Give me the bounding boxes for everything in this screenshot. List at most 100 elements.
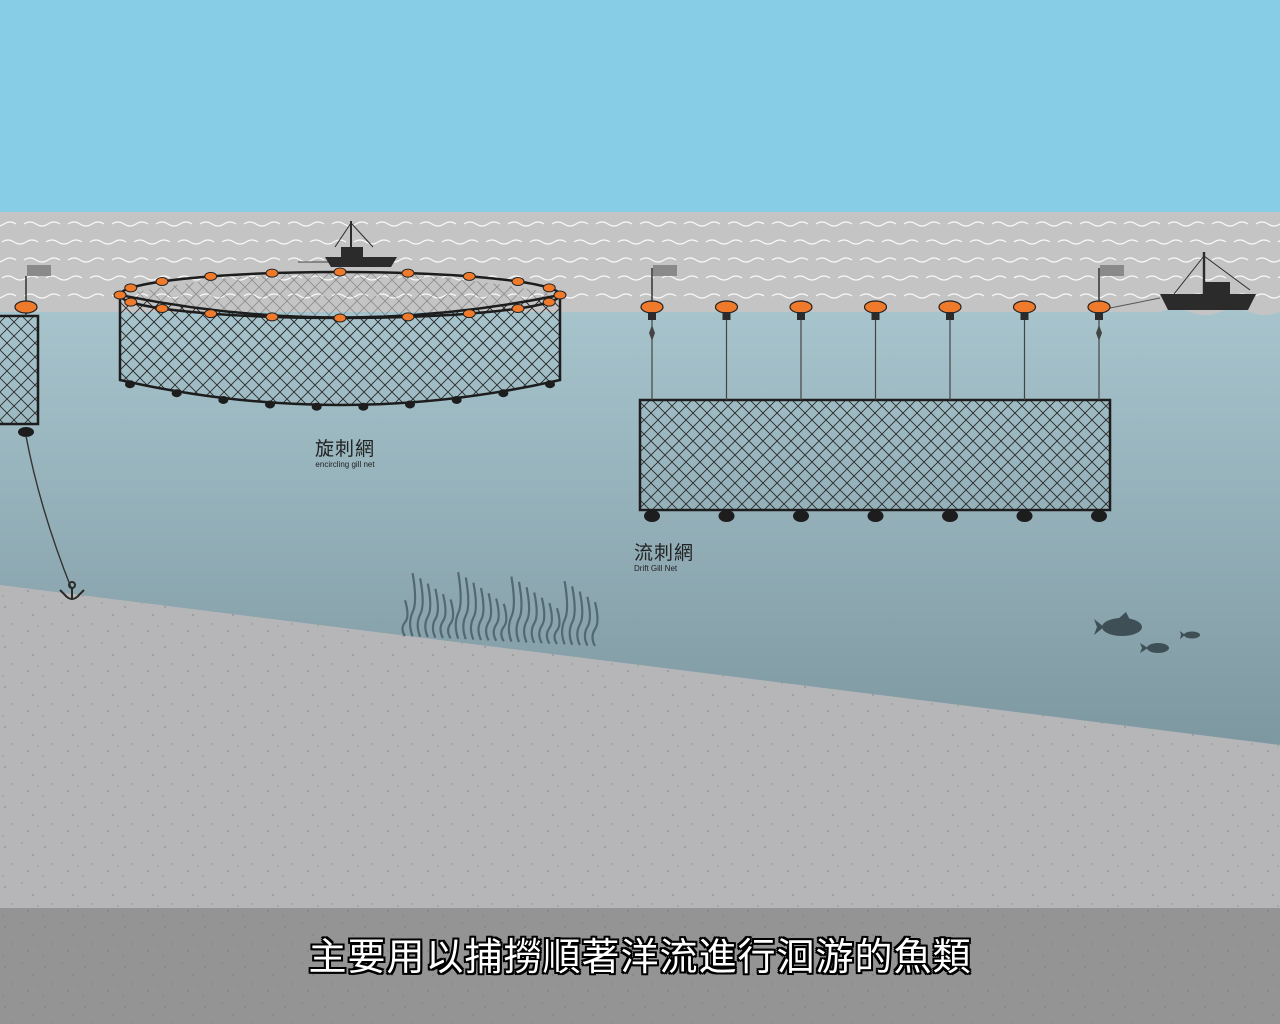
seaweed-strand bbox=[538, 597, 546, 644]
sinker-icon bbox=[942, 510, 958, 522]
float-icon bbox=[542, 297, 556, 307]
wave bbox=[815, 257, 853, 263]
seaweed-strand bbox=[515, 581, 523, 643]
wave bbox=[749, 275, 787, 281]
sinker-icon bbox=[545, 380, 555, 389]
sinker-icon bbox=[1016, 510, 1033, 522]
float-icon bbox=[14, 300, 38, 314]
drift-net-label: 流刺網 Drift Gill Net bbox=[634, 542, 724, 574]
flag-icon bbox=[27, 265, 51, 276]
wave bbox=[903, 293, 941, 299]
wave bbox=[111, 221, 149, 227]
wave bbox=[1123, 293, 1161, 299]
wave bbox=[991, 257, 1029, 263]
wave bbox=[551, 257, 589, 263]
encircling-net-label: 旋刺網 encircling gill net bbox=[300, 438, 390, 470]
wave bbox=[1057, 275, 1095, 281]
wave bbox=[0, 257, 17, 263]
subtitle: 主要用以捕撈順著洋流進行洄游的魚類 bbox=[308, 935, 972, 979]
float-icon bbox=[113, 290, 127, 300]
wave bbox=[815, 221, 853, 227]
drift-net-mesh bbox=[638, 398, 1112, 512]
sinker-icon bbox=[498, 389, 509, 398]
wave bbox=[1079, 257, 1117, 263]
wave bbox=[859, 257, 897, 263]
wave bbox=[551, 221, 589, 227]
wave bbox=[1167, 257, 1205, 263]
float-icon bbox=[462, 271, 476, 281]
float-icon bbox=[938, 300, 962, 314]
seaweed-strand bbox=[530, 592, 538, 644]
float-icon bbox=[155, 276, 169, 286]
wave bbox=[969, 239, 1007, 245]
wave bbox=[837, 239, 875, 245]
wave bbox=[771, 257, 809, 263]
wave bbox=[1255, 257, 1280, 263]
wave bbox=[683, 257, 721, 263]
left-net bbox=[0, 265, 85, 600]
seaweed-strand bbox=[447, 599, 455, 639]
wave bbox=[859, 293, 897, 299]
seaweed-strand bbox=[431, 588, 439, 639]
seaweed-strand bbox=[561, 580, 569, 645]
wave bbox=[45, 275, 83, 281]
float-icon bbox=[124, 297, 138, 307]
wave bbox=[507, 221, 545, 227]
wave bbox=[1101, 239, 1139, 245]
wave bbox=[727, 257, 765, 263]
encircling-gill-net bbox=[113, 261, 567, 411]
anchor-icon bbox=[59, 581, 85, 600]
wave bbox=[837, 275, 875, 281]
wave bbox=[947, 293, 985, 299]
wave bbox=[1211, 221, 1249, 227]
float-cap bbox=[797, 312, 805, 320]
seaweed-strand bbox=[583, 596, 591, 647]
wave bbox=[529, 239, 567, 245]
wave bbox=[177, 239, 215, 245]
wave bbox=[529, 275, 567, 281]
wave bbox=[683, 293, 721, 299]
wave bbox=[1079, 293, 1117, 299]
float-cap bbox=[871, 312, 880, 320]
seaweed-strand bbox=[439, 593, 447, 639]
wave bbox=[89, 275, 127, 281]
wave bbox=[639, 221, 677, 227]
seaweed-strand bbox=[576, 591, 584, 646]
float-icon bbox=[265, 268, 279, 278]
wave bbox=[903, 221, 941, 227]
wave bbox=[419, 257, 457, 263]
wave bbox=[45, 239, 83, 245]
wave bbox=[23, 221, 61, 227]
sinker-icon bbox=[793, 510, 809, 522]
wave bbox=[221, 239, 259, 245]
wave bbox=[419, 221, 457, 227]
sinker-icon bbox=[867, 510, 884, 522]
wave bbox=[1255, 293, 1280, 299]
wave bbox=[793, 275, 831, 281]
seaweed-strand bbox=[507, 576, 515, 642]
wave bbox=[155, 257, 193, 263]
float-icon bbox=[863, 300, 888, 314]
wave bbox=[265, 239, 303, 245]
float-icon bbox=[640, 300, 664, 314]
wave bbox=[705, 275, 743, 281]
wave bbox=[793, 239, 831, 245]
wave bbox=[1145, 275, 1183, 281]
wave bbox=[353, 239, 391, 245]
encircling-net-label-en: encircling gill net bbox=[315, 460, 375, 469]
wave bbox=[375, 221, 413, 227]
float-icon bbox=[401, 268, 415, 278]
seaweed-strand bbox=[591, 601, 599, 647]
wave bbox=[1123, 221, 1161, 227]
wave bbox=[947, 257, 985, 263]
seaweed bbox=[401, 571, 599, 647]
wave bbox=[243, 257, 281, 263]
seaweed-strand bbox=[454, 571, 462, 640]
wave bbox=[1035, 221, 1073, 227]
float-icon bbox=[401, 312, 415, 322]
wave bbox=[1211, 257, 1249, 263]
float-icon bbox=[1087, 300, 1111, 314]
fish-small bbox=[1180, 631, 1200, 639]
wave bbox=[23, 293, 61, 299]
